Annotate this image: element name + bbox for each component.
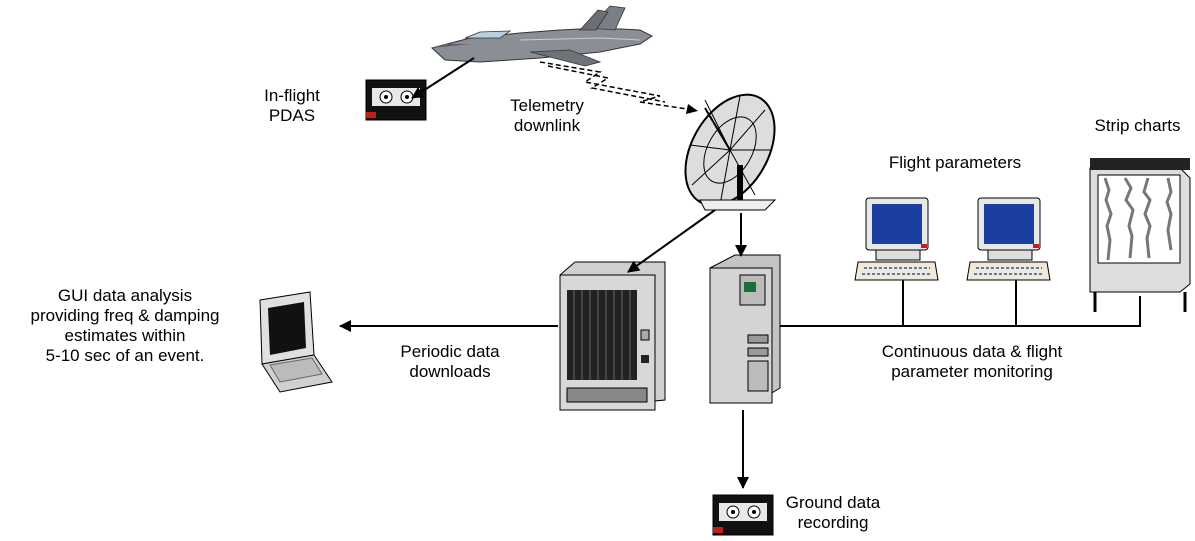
cassette-tape-icon-inflight [365, 79, 427, 121]
monitoring-bus-lines [780, 280, 1141, 327]
desktop-computer-icon-1 [854, 197, 939, 281]
arrow-dish-to-rack [627, 209, 716, 273]
label-strip-charts: Strip charts [1094, 116, 1181, 135]
label-telemetry-downlink: Telemetry downlink [510, 96, 584, 135]
label-periodic-downloads: Periodic data downloads [400, 342, 500, 381]
label-flight-parameters: Flight parameters [888, 153, 1022, 172]
cassette-tape-icon-ground [712, 494, 774, 536]
telemetry-downlink-lines [539, 61, 695, 111]
label-ground-recording: Ground data recording [785, 493, 881, 532]
laptop-icon [259, 291, 333, 393]
jet-aircraft-icon [430, 5, 653, 67]
label-continuous-monitoring: Continuous data & flight parameter monit… [881, 342, 1063, 381]
strip-chart-recorder-icon [1089, 158, 1191, 312]
label-gui-analysis: GUI data analysis providing freq & dampi… [30, 286, 220, 365]
rack-server-icon [559, 261, 666, 411]
desktop-computer-icon-2 [966, 197, 1051, 281]
label-inflight-pdas: In-flight PDAS [264, 86, 320, 125]
satellite-dish-icon [684, 93, 777, 211]
tower-computer-icon [709, 254, 781, 404]
arrow-jet-to-pdas [411, 57, 475, 99]
